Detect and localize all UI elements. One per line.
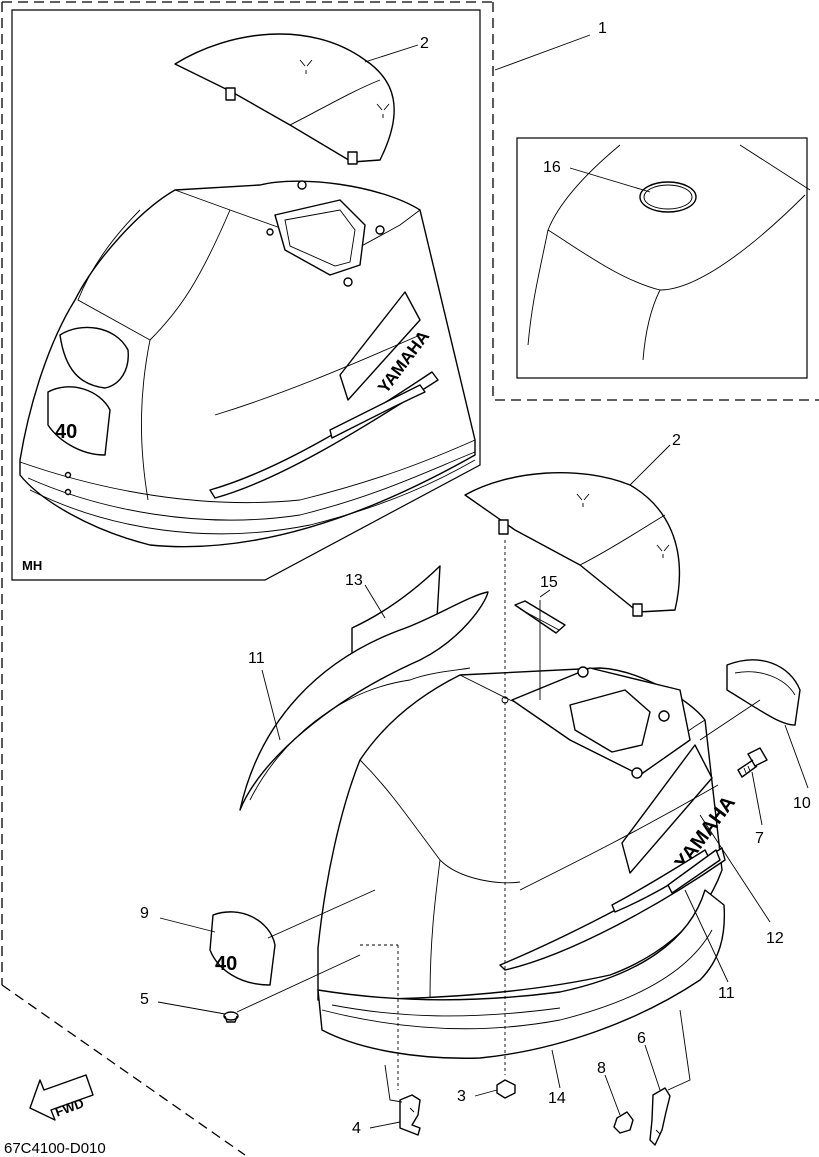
callout-3: 3 — [457, 1088, 466, 1105]
grommet-part-16[interactable] — [639, 181, 697, 213]
top-cowling-main[interactable]: YAMAHA — [317, 666, 740, 1001]
mh-variant-label: MH — [22, 558, 42, 573]
callout-4: 4 — [352, 1120, 361, 1137]
callout-2-inset: 2 — [420, 35, 429, 52]
emblem-model-text: 40 — [215, 953, 237, 975]
callout-16: 16 — [543, 159, 561, 176]
nut-part-3[interactable] — [496, 1079, 516, 1099]
callout-14: 14 — [548, 1090, 566, 1107]
mh-inset-box: MH — [11, 9, 481, 581]
callout-labels: 1 2 2 16 15 13 11 10 7 12 11 9 5 4 3 14 … — [140, 20, 811, 1137]
detail-box-grommet — [516, 137, 811, 379]
callout-2-main: 2 — [672, 432, 681, 449]
rear-rubber-part-10[interactable] — [726, 659, 801, 726]
leader-lines — [157, 34, 809, 1129]
drawing-code: 67C4100-D010 — [4, 1140, 106, 1157]
mh-top-cowling[interactable]: YAMAHA 40 — [19, 180, 476, 548]
callout-7: 7 — [755, 830, 764, 847]
screw-part-5[interactable] — [223, 1011, 239, 1023]
callout-1: 1 — [598, 20, 607, 37]
bolt-part-7[interactable] — [737, 747, 768, 778]
callout-13: 13 — [345, 572, 363, 589]
mh-model-badge-text: 40 — [55, 421, 77, 443]
bracket-part-6[interactable] — [649, 1087, 671, 1146]
fwd-arrow-icon: FWD — [29, 1074, 94, 1121]
rim-part-14[interactable] — [317, 889, 726, 1059]
nut-part-8[interactable] — [613, 1111, 634, 1134]
callout-8: 8 — [597, 1060, 606, 1077]
emblem-part-9[interactable]: 40 — [209, 911, 276, 986]
callout-15: 15 — [540, 574, 558, 591]
callout-10: 10 — [793, 795, 811, 812]
side-strip-part-11-upper[interactable] — [239, 591, 489, 811]
mh-top-lid[interactable] — [174, 33, 395, 165]
bracket-part-4[interactable] — [399, 1094, 421, 1136]
callout-6: 6 — [637, 1030, 646, 1047]
callout-11-upper: 11 — [248, 650, 265, 667]
callout-11-lower: 11 — [718, 985, 735, 1002]
assembly-guides — [360, 540, 761, 1103]
callout-9: 9 — [140, 905, 149, 922]
callout-12: 12 — [766, 930, 784, 947]
top-lid-part-2[interactable] — [464, 471, 681, 617]
callout-5: 5 — [140, 991, 149, 1008]
